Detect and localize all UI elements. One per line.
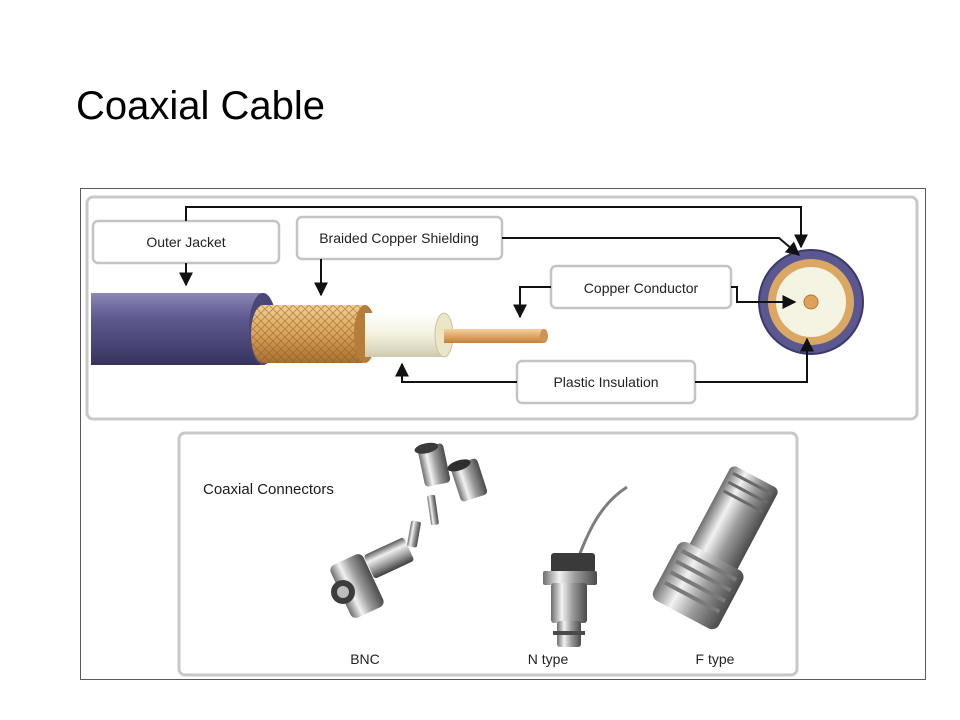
figure-canvas: Outer Jacket Braided Copper Shielding Co… [85, 195, 919, 677]
connectors-panel [177, 431, 799, 677]
braided-shielding-callout: Braided Copper Shielding [295, 215, 504, 261]
outer-jacket-callout: Outer Jacket [91, 219, 281, 265]
braided-shielding-label: Braided Copper Shielding [319, 230, 479, 246]
copper-conductor-label: Copper Conductor [584, 280, 699, 296]
cable-cross-section [758, 249, 864, 355]
plastic-insulation-callout: Plastic Insulation [515, 359, 697, 405]
cable-panel [85, 195, 919, 421]
outer-jacket-section [91, 293, 261, 365]
arrow-jacket-to-section [185, 206, 808, 249]
conductor-section [444, 329, 544, 343]
n-type-connector-image [543, 485, 628, 647]
arrow-insulation-to-section [695, 337, 814, 383]
cable-side-view [91, 293, 548, 365]
callout-arrows [179, 206, 814, 383]
arrow-conductor-to-section [731, 286, 797, 309]
slide-title: Coaxial Cable [76, 84, 326, 128]
plastic-insulation-label: Plastic Insulation [553, 374, 658, 390]
insulation-section [365, 313, 443, 357]
connector-labels: BNC N type F type [350, 651, 734, 667]
connector-label-bnc: BNC [350, 651, 380, 667]
arrow-braid-to-section [502, 237, 801, 256]
outer-jacket-label: Outer Jacket [146, 234, 225, 250]
bnc-connector-image [330, 442, 488, 618]
connector-label-f-type: F type [696, 651, 735, 667]
connector-label-n-type: N type [528, 651, 569, 667]
copper-conductor-callout: Copper Conductor [549, 264, 733, 310]
connectors-heading: Coaxial Connectors [203, 481, 334, 498]
coaxial-cable-figure: Outer Jacket Braided Copper Shielding Co… [80, 188, 926, 680]
arrow-insulation [395, 362, 517, 383]
arrow-conductor [513, 286, 551, 319]
f-type-connector-image [652, 466, 778, 630]
